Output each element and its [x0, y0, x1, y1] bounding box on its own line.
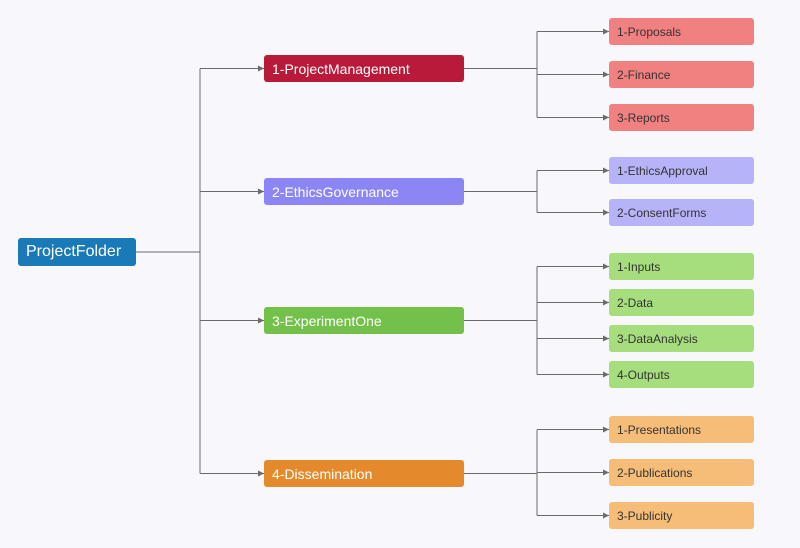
branch-node-dissemination: 4-Dissemination: [264, 460, 464, 487]
leaf-node-label: 3-DataAnalysis: [617, 331, 698, 346]
leaf-node-inputs: 1-Inputs: [609, 253, 754, 280]
branch-node-label: 1-ProjectManagement: [272, 60, 410, 77]
leaf-node-label: 1-Inputs: [617, 259, 661, 274]
leaf-node-label: 2-Publications: [617, 465, 693, 480]
leaf-node-consentforms: 2-ConsentForms: [609, 199, 754, 226]
leaf-node-label: 2-Finance: [617, 67, 671, 82]
leaf-node-label: 3-Reports: [617, 110, 670, 125]
leaf-node-dataanalysis: 3-DataAnalysis: [609, 325, 754, 352]
branch-node-experimentone: 3-ExperimentOne: [264, 307, 464, 334]
leaf-node-publications: 2-Publications: [609, 459, 754, 486]
leaf-node-label: 1-Proposals: [617, 24, 682, 39]
branch-node-label: 4-Dissemination: [272, 465, 373, 482]
leaf-node-label: 1-EthicsApproval: [617, 163, 708, 178]
leaf-node-proposals: 1-Proposals: [609, 18, 754, 45]
leaf-node-reports: 3-Reports: [609, 104, 754, 131]
leaf-node-presentations: 1-Presentations: [609, 416, 754, 443]
leaf-node-finance: 2-Finance: [609, 61, 754, 88]
leaf-node-ethicsapproval: 1-EthicsApproval: [609, 157, 754, 184]
leaf-node-publicity: 3-Publicity: [609, 502, 754, 529]
leaf-node-label: 3-Publicity: [617, 508, 673, 523]
leaf-node-outputs: 4-Outputs: [609, 361, 754, 388]
leaf-node-label: 2-Data: [617, 295, 654, 310]
branch-node-projectmanagement: 1-ProjectManagement: [264, 55, 464, 82]
leaf-node-data: 2-Data: [609, 289, 754, 316]
root-node-projectfolder: ProjectFolder: [18, 238, 136, 266]
branch-node-ethicsgovernance: 2-EthicsGovernance: [264, 178, 464, 205]
branch-node-label: 2-EthicsGovernance: [272, 183, 399, 200]
leaf-node-label: 4-Outputs: [617, 367, 670, 382]
leaf-node-label: 2-ConsentForms: [617, 205, 707, 220]
leaf-node-label: 1-Presentations: [617, 422, 702, 437]
branch-node-label: 3-ExperimentOne: [272, 312, 382, 329]
root-node-label: ProjectFolder: [26, 243, 122, 260]
